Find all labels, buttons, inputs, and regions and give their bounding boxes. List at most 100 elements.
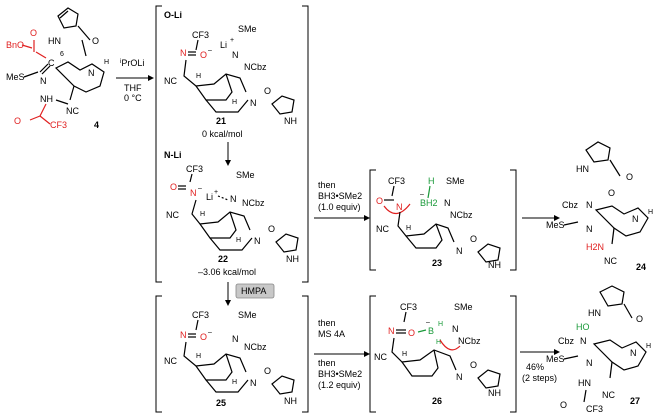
c4-nh-pyrrole: HN — [48, 36, 61, 46]
c27-h: H — [646, 343, 651, 350]
c25-o: O — [200, 332, 207, 342]
step3-then2: then — [318, 358, 336, 368]
c4-ring-n: N — [40, 76, 47, 86]
c24-h: H — [648, 209, 653, 216]
c23-o: O — [376, 196, 383, 206]
bracket-21-22-right — [302, 5, 309, 283]
c23-n2: N — [444, 198, 451, 208]
c23-carbonyl-o: O — [470, 234, 477, 244]
c24-h2n: H2N — [586, 242, 604, 252]
c23-number: 23 — [432, 258, 442, 268]
c25-number: 25 — [216, 398, 226, 408]
c21-ring-n: N — [250, 98, 257, 108]
c21-cf3: CF3 — [192, 30, 209, 40]
compound-24: HN O Cbz N O MeS N N H H2N NC 24 — [546, 141, 653, 272]
c21-n2: N — [232, 50, 239, 60]
c27-cbz: Cbz — [558, 336, 575, 346]
c4-carbamate-o: O — [30, 28, 37, 38]
c23-n: N — [396, 202, 403, 212]
c23-sme: SMe — [446, 176, 465, 186]
c24-mes: MeS — [546, 220, 565, 230]
c26-ncbz: NCbz — [458, 336, 481, 346]
c25-n2: N — [232, 334, 239, 344]
c22-h2: H — [236, 237, 241, 244]
step1-reagent: PrOLi — [121, 58, 144, 68]
step1-arrow: iPrOLi THF 0 °C — [116, 58, 154, 103]
compound-21: O-Li CF3 N O – Li + SMe N NCbz NC H H N … — [164, 10, 297, 139]
c26-cf3: CF3 — [400, 302, 417, 312]
c26-b: B — [428, 326, 434, 336]
c24-ring-n: N — [632, 214, 639, 224]
c24-carbonyl-o: O — [626, 172, 633, 182]
c26-b-charge: – — [426, 319, 430, 326]
compound-22: N-Li CF3 O N – Li + SMe N NCbz NC H H N … — [164, 150, 299, 277]
c27-ring-n: N — [630, 348, 637, 358]
c25-o-charge: – — [208, 329, 212, 336]
compound-26: CF3 SMe N O B – H H N NCbz NC H N O NH 2… — [374, 302, 501, 406]
c24-number: 24 — [636, 262, 646, 272]
c22-n-charge: – — [198, 185, 202, 192]
svg-text:iPrOLi: iPrOLi — [120, 58, 144, 68]
c4-mes: MeS — [6, 72, 25, 82]
c21-section: O-Li — [164, 10, 182, 20]
c22-section: N-Li — [164, 150, 182, 160]
step3-ms: MS 4A — [318, 329, 345, 339]
c22-cf3: CF3 — [186, 164, 203, 174]
c22-carbonyl-o: O — [268, 224, 275, 234]
c4-cf3: CF3 — [50, 120, 67, 130]
c4-amidine-c: C — [48, 58, 55, 68]
c21-number: 21 — [216, 116, 226, 126]
c25-h1: H — [196, 353, 201, 360]
c27-n2: N — [586, 358, 593, 368]
c27-nh: HN — [578, 378, 591, 388]
c22-li-charge: + — [214, 189, 218, 196]
c21-o: O — [200, 50, 207, 60]
step2-then: then — [318, 180, 336, 190]
c27-number: 27 — [630, 396, 640, 406]
c4-carbonyl-o: O — [92, 36, 99, 46]
c22-sme: SMe — [236, 170, 255, 180]
c22-ncbz: NCbz — [242, 198, 265, 208]
c26-h2: H — [436, 339, 441, 346]
c25-n: N — [180, 330, 187, 340]
c26-sme: SMe — [454, 302, 473, 312]
c21-carbonyl-o: O — [264, 86, 271, 96]
c22-h1: H — [200, 211, 205, 218]
step3-reagent: BH3•SMe2 — [318, 369, 362, 379]
c21-li-charge: + — [230, 37, 234, 44]
c4-nh: NH — [40, 94, 53, 104]
step1-reagent-prefix: i — [120, 59, 121, 65]
c4-tfa-o: O — [14, 116, 21, 126]
c23-b-charge: – — [420, 191, 424, 198]
step3-equiv: (1.2 equiv) — [318, 380, 361, 390]
c4-h: H — [104, 59, 109, 66]
c22-ring-n: N — [254, 236, 261, 246]
c23-h1: H — [406, 225, 411, 232]
c21-ncbz: NCbz — [244, 62, 267, 72]
c26-number: 26 — [432, 396, 442, 406]
c26-ring-n: N — [456, 372, 463, 382]
c27-ho: HO — [576, 322, 590, 332]
compound-4: HN O BnO O C 6 MeS N NH NC N H O CF3 4 — [6, 7, 109, 130]
step4-steps: (2 steps) — [522, 373, 557, 383]
c27-cf3: CF3 — [586, 404, 603, 414]
hmpa-label: HMPA — [241, 286, 266, 296]
c23-ncbz: NCbz — [450, 210, 473, 220]
c25-pyrrole-nh: NH — [284, 396, 297, 406]
bracket-21-22-left — [155, 5, 162, 283]
step4-yield: 46% — [526, 362, 544, 372]
c26-n: N — [388, 326, 395, 336]
c22-number: 22 — [218, 254, 228, 264]
c26-n2: N — [452, 324, 459, 334]
c22-nc: NC — [166, 210, 179, 220]
hmpa-label-box — [235, 283, 275, 299]
c4-nitrile: NC — [66, 106, 79, 116]
c24-n2: N — [586, 224, 593, 234]
bracket-25-right — [302, 295, 309, 413]
c23-pyrrole-nh: NH — [488, 260, 501, 270]
c22-pyrrole-nh: NH — [286, 254, 299, 264]
c26-nc: NC — [374, 352, 387, 362]
step3-then1: then — [318, 318, 336, 328]
c24-o: O — [608, 188, 615, 198]
